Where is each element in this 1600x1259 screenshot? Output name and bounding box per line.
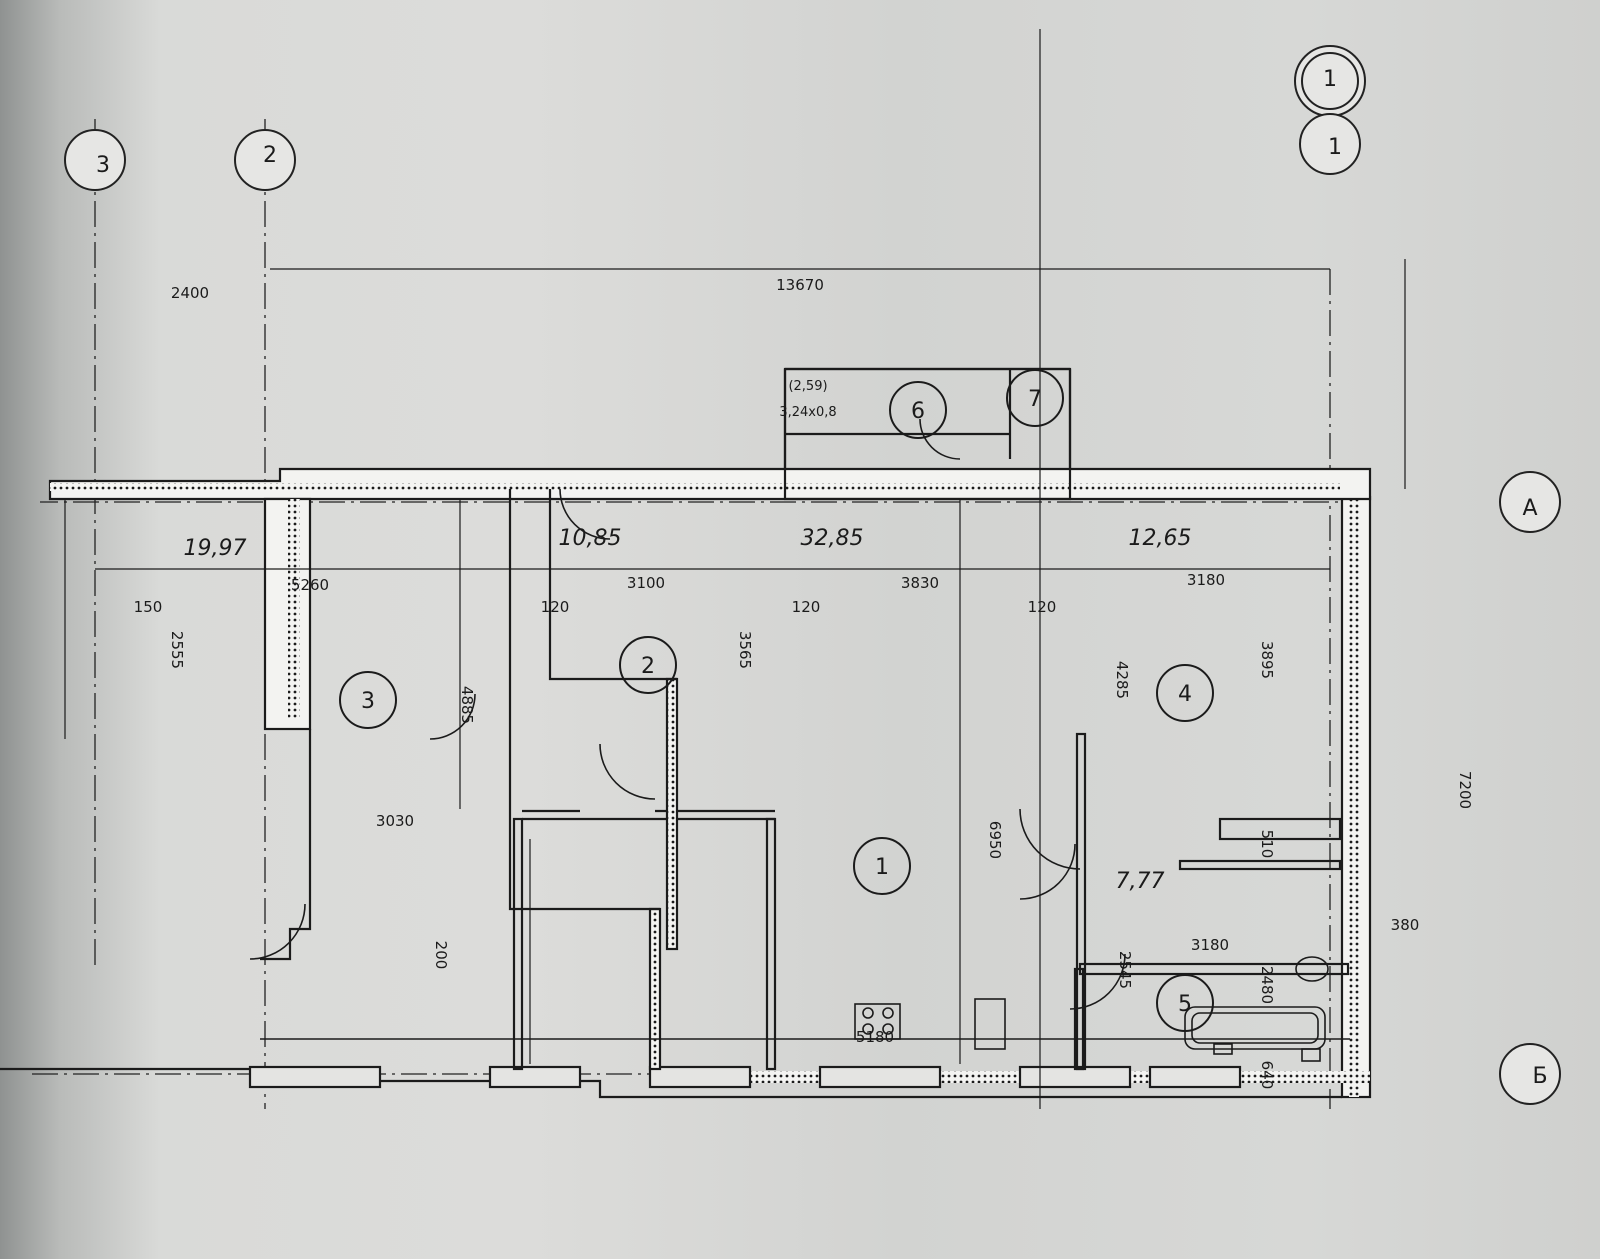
- dim-510: 510: [1258, 830, 1276, 859]
- room-number-5: 5: [1178, 992, 1192, 1017]
- dim-4885: 4885: [458, 686, 476, 724]
- room-number-7: 7: [1028, 387, 1042, 412]
- dim-2555: 2555: [168, 631, 186, 669]
- area-room-3: 19,97: [184, 536, 247, 561]
- area-room-6: (2,59): [788, 379, 827, 394]
- walls: [0, 367, 1372, 1099]
- axis-label-2: 2: [263, 143, 277, 168]
- dim-120-c: 120: [1028, 598, 1057, 616]
- axis-bubbles: [64, 45, 1561, 1105]
- dimension-values: 13670 2400 5260 3100 3830 3180 150 120 1…: [134, 276, 1474, 1089]
- axis-labels: 3 2 1 1 A Б: [96, 67, 1548, 1089]
- room-number-6: 6: [911, 399, 925, 424]
- area-room-1: 32,85: [801, 526, 864, 551]
- dim-3565: 3565: [736, 631, 754, 669]
- dim-640: 640: [1258, 1061, 1276, 1090]
- area-room-5: 7,77: [1116, 869, 1165, 894]
- area-room-6-size: 3,24x0,8: [779, 405, 836, 420]
- dim-2545: 2545: [1116, 951, 1134, 989]
- dim-150: 150: [134, 598, 163, 616]
- dim-3895: 3895: [1258, 641, 1276, 679]
- axis-label-b: Б: [1532, 1064, 1547, 1089]
- dim-total-width: 13670: [776, 276, 824, 294]
- dim-7200: 7200: [1456, 771, 1474, 809]
- room-areas: 19,97 10,85 32,85 12,65 7,77 3,24x0,8 (2…: [184, 379, 1192, 894]
- axis-label-1-top: 1: [1323, 67, 1337, 92]
- dim-120-a: 120: [541, 598, 570, 616]
- dim-6950: 6950: [986, 821, 1004, 859]
- dim-380: 380: [1391, 916, 1420, 934]
- grid-axis-lines: [30, 119, 1370, 1109]
- door-swings: [249, 418, 1126, 1010]
- dimension-lines: [64, 29, 1406, 1109]
- area-room-2: 10,85: [559, 526, 622, 551]
- dim-4285: 4285: [1113, 661, 1131, 699]
- room-number-4: 4: [1178, 682, 1192, 707]
- dim-3830: 3830: [901, 574, 939, 592]
- dim-5260: 5260: [291, 576, 329, 594]
- dim-200: 200: [432, 941, 450, 970]
- dim-3180-bottom: 3180: [1191, 936, 1229, 954]
- dim-3100: 3100: [627, 574, 665, 592]
- dim-5180: 5180: [856, 1028, 894, 1046]
- axis-label-3: 3: [96, 153, 110, 178]
- room-number-bubbles: [339, 369, 1214, 1032]
- dim-2480: 2480: [1258, 966, 1276, 1004]
- dim-120-b: 120: [792, 598, 821, 616]
- dim-3030: 3030: [376, 812, 414, 830]
- room-number-1: 1: [875, 855, 889, 880]
- dim-2400: 2400: [171, 284, 209, 302]
- axis-label-1: 1: [1328, 135, 1342, 160]
- dim-3180-top: 3180: [1187, 571, 1225, 589]
- room-number-2: 2: [641, 654, 655, 679]
- fixtures: [260, 956, 1350, 1062]
- area-room-4: 12,65: [1129, 526, 1192, 551]
- axis-label-a: A: [1522, 496, 1537, 521]
- room-number-3: 3: [361, 689, 375, 714]
- room-numbers: 1 2 3 4 5 6 7: [361, 387, 1192, 1017]
